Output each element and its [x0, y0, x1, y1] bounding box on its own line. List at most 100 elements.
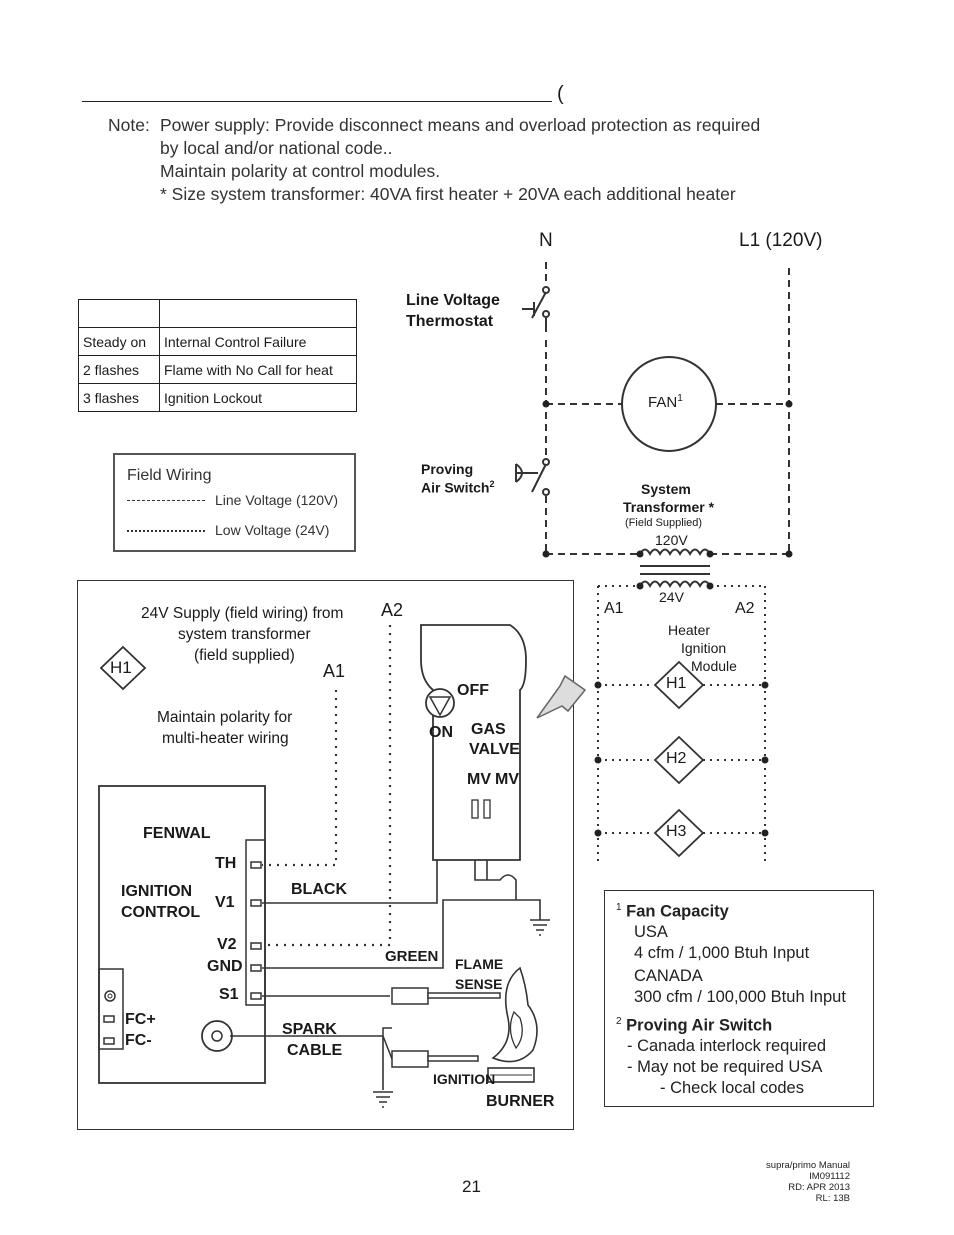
footer-line: IM091112	[809, 1171, 850, 1182]
footnote-fan-title: 1 Fan Capacity	[616, 902, 729, 922]
green-wire-label: GREEN	[385, 948, 439, 965]
ignition-detail-box	[77, 580, 574, 1130]
module-label: Ignition	[681, 640, 727, 656]
field-wiring-legend: Field Wiring Line Voltage (120V) Low Vol…	[113, 453, 356, 552]
gas-valve-body	[420, 624, 527, 861]
supply-label: (field supplied)	[194, 647, 295, 664]
doc-footer: supra/primo Manual IM091112 RD: APR 2013…	[720, 1160, 850, 1204]
neutral-label: N	[539, 230, 553, 251]
pointer-arrow-icon	[536, 674, 587, 719]
flame-sense-label: FLAME	[455, 956, 504, 972]
table-cell: Flame with No Call for heat	[159, 355, 357, 384]
table-cell	[159, 299, 357, 328]
terminal-fc-plus-label: FC+	[125, 1011, 156, 1028]
footer-line: RL: 13B	[815, 1193, 850, 1204]
switch-note: - Canada interlock required	[627, 1037, 827, 1055]
ignition-electrode-label: IGNITION	[433, 1071, 496, 1087]
fan-text: FAN	[648, 394, 678, 411]
legend-low-voltage: Low Voltage (24V)	[215, 522, 330, 538]
polarity-label: Maintain polarity for	[157, 709, 293, 726]
page-number: 21	[462, 1177, 481, 1196]
module-label: Heater	[668, 622, 711, 638]
ignition-control-label: IGNITION	[121, 883, 193, 900]
a2-label: A2	[735, 600, 755, 617]
proving-switch-icon	[515, 458, 550, 496]
title-paren: (	[557, 83, 564, 105]
table-row	[78, 299, 357, 328]
transformer-label: System	[641, 481, 691, 497]
dotted-line-sample	[127, 530, 205, 532]
fan-icon	[621, 356, 717, 452]
mv-label: MV	[467, 771, 491, 788]
fan-footnote-num: 1	[616, 902, 622, 913]
l1-label: L1 (120V)	[739, 230, 823, 251]
terminal-gnd-label: GND	[207, 958, 243, 975]
power-note: Note: Power supply: Provide disconnect m…	[108, 114, 828, 214]
mv-label: MV	[495, 771, 519, 788]
proving-sup: 2	[489, 479, 495, 489]
footer-line: RD: APR 2013	[788, 1182, 850, 1193]
usa-label: USA	[634, 923, 668, 941]
detail-h1-label: H1	[110, 658, 132, 677]
canada-value: 300 cfm / 100,000 Btuh Input	[634, 988, 846, 1006]
voltage-120-label: 120V	[655, 532, 688, 548]
table-cell: 3 flashes	[78, 383, 160, 412]
table-cell: Ignition Lockout	[159, 383, 357, 412]
usa-value: 4 cfm / 1,000 Btuh Input	[634, 944, 810, 962]
a1-label: A1	[604, 600, 624, 617]
polarity-label: multi-heater wiring	[162, 730, 289, 747]
h1-diamond-icon	[653, 660, 705, 710]
module-label: Module	[691, 658, 737, 674]
thermostat-switch-icon	[522, 286, 550, 319]
footnote-box	[604, 890, 874, 1107]
transformer-label: (Field Supplied)	[625, 517, 703, 529]
note-line: Power supply: Provide disconnect means a…	[160, 115, 761, 135]
footnote-switch-title: 2 Proving Air Switch	[616, 1016, 772, 1036]
switch-footnote-num: 2	[616, 1016, 622, 1027]
flame-icon	[491, 966, 538, 1063]
h1-label: H1	[666, 675, 687, 692]
terminal-fc-minus-label: FC-	[125, 1032, 152, 1049]
note-line: * Size system transformer: 40VA first he…	[160, 184, 736, 204]
terminal-th-label: TH	[215, 855, 237, 872]
terminal-v1-label: V1	[215, 894, 235, 911]
footer-line: supra/primo Manual	[766, 1160, 850, 1171]
proving-switch-title: Proving Air Switch	[626, 1016, 773, 1035]
fan-label: FAN1	[648, 393, 683, 411]
burner-label: BURNER	[486, 1093, 555, 1110]
proving-label: Air Switch2	[421, 479, 494, 496]
voltage-24-label: 24V	[659, 589, 684, 605]
supply-label: system transformer	[178, 626, 311, 643]
table-cell: Steady on	[78, 327, 160, 356]
fenwal-label: FENWAL	[143, 825, 211, 842]
canada-label: CANADA	[634, 967, 703, 985]
h3-diamond-icon	[653, 808, 705, 858]
fan-sup: 1	[677, 393, 683, 404]
valve-off-label: OFF	[457, 682, 489, 699]
note-line: by local and/or national code..	[160, 138, 393, 158]
h2-label: H2	[666, 750, 687, 767]
black-wire-label: BLACK	[291, 881, 347, 898]
fan-capacity-title: Fan Capacity	[626, 902, 729, 921]
detail-a2-label: A2	[381, 600, 404, 620]
switch-note: - May not be required USA	[627, 1058, 823, 1076]
terminal-s1-label: S1	[219, 986, 239, 1003]
detail-a1-label: A1	[323, 661, 346, 681]
switch-note: - Check local codes	[660, 1079, 804, 1097]
proving-label: Proving	[421, 461, 474, 477]
gas-valve-label: GAS	[471, 721, 506, 738]
valve-knob-icon	[425, 688, 455, 718]
transformer-label: Transformer *	[623, 499, 715, 515]
title-rule	[82, 101, 552, 102]
diagnostic-table: Steady on Internal Control Failure 2 fla…	[78, 299, 357, 412]
proving-text: Air Switch	[421, 479, 490, 496]
legend-title: Field Wiring	[127, 467, 212, 484]
valve-on-label: ON	[429, 724, 453, 741]
legend-line-voltage: Line Voltage (120V)	[215, 492, 338, 508]
spark-terminal-icon	[201, 1020, 233, 1052]
thermostat-label: Thermostat	[406, 313, 494, 330]
terminal-v2-label: V2	[217, 936, 237, 953]
ignition-control-label: CONTROL	[121, 904, 201, 921]
dashed-line-sample	[127, 500, 205, 501]
